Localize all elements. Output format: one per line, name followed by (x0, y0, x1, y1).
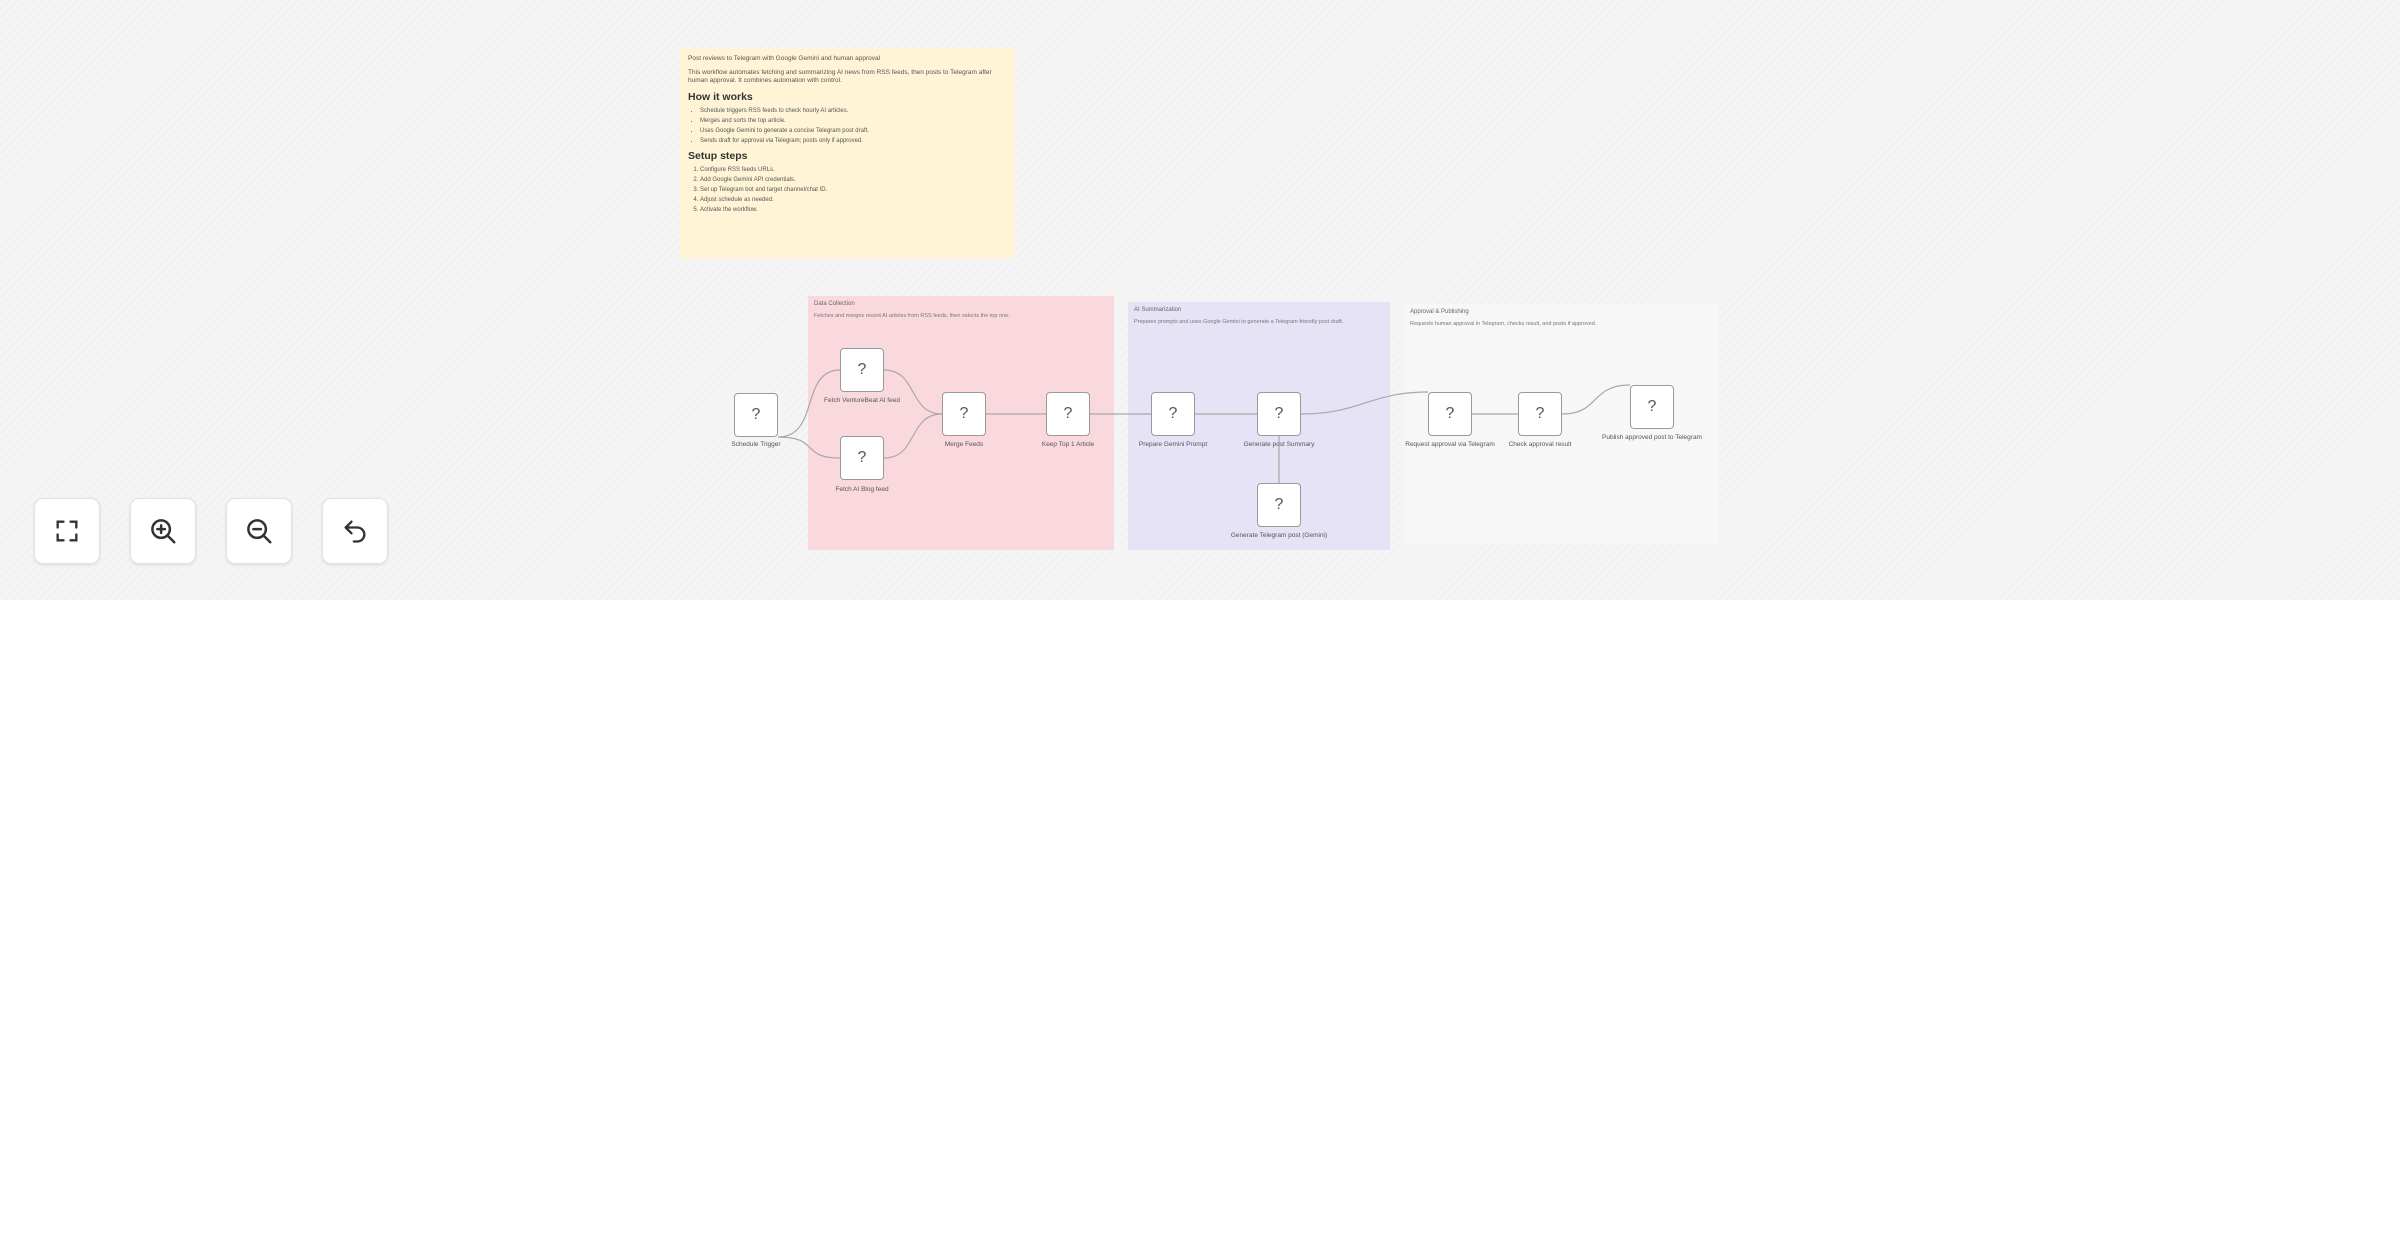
note-setup-item: Adjust schedule as needed. (700, 195, 1007, 205)
note-setup-item: Configure RSS feeds URLs. (700, 165, 1007, 175)
note-how-item: Schedule triggers RSS feeds to check hou… (700, 106, 1007, 116)
connection-line (883, 369, 943, 415)
node-label: Request approval via Telegram (1405, 441, 1495, 448)
note-how-item: Merges and sorts the top article. (700, 116, 1007, 126)
unknown-node-icon: ? (1647, 398, 1657, 415)
node-label: Keep Top 1 Article (1041, 441, 1095, 448)
node-request-approval[interactable]: ? (1428, 392, 1472, 436)
group-description: Prepares prompts and uses Google Gemini … (1134, 319, 1344, 325)
note-setup-item: Set up Telegram bot and target channel/c… (700, 185, 1007, 195)
node-fetch-venturebeat[interactable]: ? (840, 348, 884, 392)
group-title: AI Summarization (1134, 307, 1182, 313)
note-setup-item: Activate the workflow. (700, 205, 1007, 215)
unknown-node-icon: ? (857, 361, 867, 378)
note-setup-heading: Setup steps (688, 150, 748, 162)
node-publish-telegram[interactable]: ? (1630, 385, 1674, 429)
node-label: Check approval result (1508, 441, 1572, 448)
group-description: Requests human approval in Telegram, che… (1410, 321, 1597, 327)
fullscreen-icon (56, 520, 78, 542)
node-keep-top-article[interactable]: ? (1046, 392, 1090, 436)
node-label: Generate post Summary (1243, 441, 1315, 448)
connection-line (883, 413, 943, 459)
note-setup-list: Configure RSS feeds URLs. Add Google Gem… (688, 165, 1007, 215)
undo-icon (344, 520, 366, 543)
reset-zoom-button[interactable] (322, 498, 388, 564)
node-fetch-ai-blog[interactable]: ? (840, 436, 884, 480)
unknown-node-icon: ? (751, 406, 761, 423)
node-generate-telegram-post[interactable]: ? (1257, 483, 1301, 527)
node-label: Generate Telegram post (Gemini) (1230, 532, 1328, 539)
note-how-item: Uses Google Gemini to generate a concise… (700, 126, 1007, 136)
note-title-line: Post reviews to Telegram with Google Gem… (688, 55, 881, 62)
unknown-node-icon: ? (1535, 405, 1545, 422)
node-prepare-prompt[interactable]: ? (1151, 392, 1195, 436)
note-how-heading: How it works (688, 91, 753, 103)
connection-line (777, 436, 841, 459)
note-how-item: Sends draft for approval via Telegram; p… (700, 136, 1007, 146)
zoom-out-icon (247, 519, 272, 544)
workflow-canvas[interactable]: Post reviews to Telegram with Google Gem… (0, 0, 2400, 600)
zoom-out-button[interactable] (226, 498, 292, 564)
node-label: Fetch VentureBeat AI feed (824, 397, 900, 404)
node-schedule-trigger[interactable]: ? (734, 393, 778, 437)
unknown-node-icon: ? (1063, 405, 1073, 422)
node-label: Merge Feeds (944, 441, 984, 448)
node-label: Prepare Gemini Prompt (1138, 441, 1208, 448)
connection-line (777, 369, 841, 438)
unknown-node-icon: ? (959, 405, 969, 422)
unknown-node-icon: ? (1168, 405, 1178, 422)
note-how-list: Schedule triggers RSS feeds to check hou… (688, 106, 1007, 146)
group-title: Data Collection (814, 301, 855, 307)
unknown-node-icon: ? (1445, 405, 1455, 422)
group-title: Approval & Publishing (1410, 309, 1469, 315)
node-label: Publish approved post to Telegram (1602, 434, 1702, 441)
connection-line (1300, 391, 1429, 415)
node-check-approval[interactable]: ? (1518, 392, 1562, 436)
node-generate-summary[interactable]: ? (1257, 392, 1301, 436)
unknown-node-icon: ? (1274, 405, 1284, 422)
group-description: Fetches and merges recent AI articles fr… (814, 313, 1010, 319)
node-label: Fetch AI Blog feed (835, 486, 889, 493)
connections-layer (777, 369, 1631, 483)
note-setup-item: Add Google Gemini API credentials. (700, 175, 1007, 185)
zoom-in-icon (151, 519, 176, 544)
sticky-note-overview[interactable]: Post reviews to Telegram with Google Gem… (680, 48, 1015, 258)
unknown-node-icon: ? (1274, 496, 1284, 513)
node-merge-feeds[interactable]: ? (942, 392, 986, 436)
note-description: This workflow automates fetching and sum… (688, 69, 992, 84)
connection-line (1561, 384, 1631, 415)
node-label: Schedule Trigger (731, 441, 781, 448)
zoom-in-button[interactable] (130, 498, 196, 564)
fit-view-button[interactable] (34, 498, 100, 564)
unknown-node-icon: ? (857, 449, 867, 466)
